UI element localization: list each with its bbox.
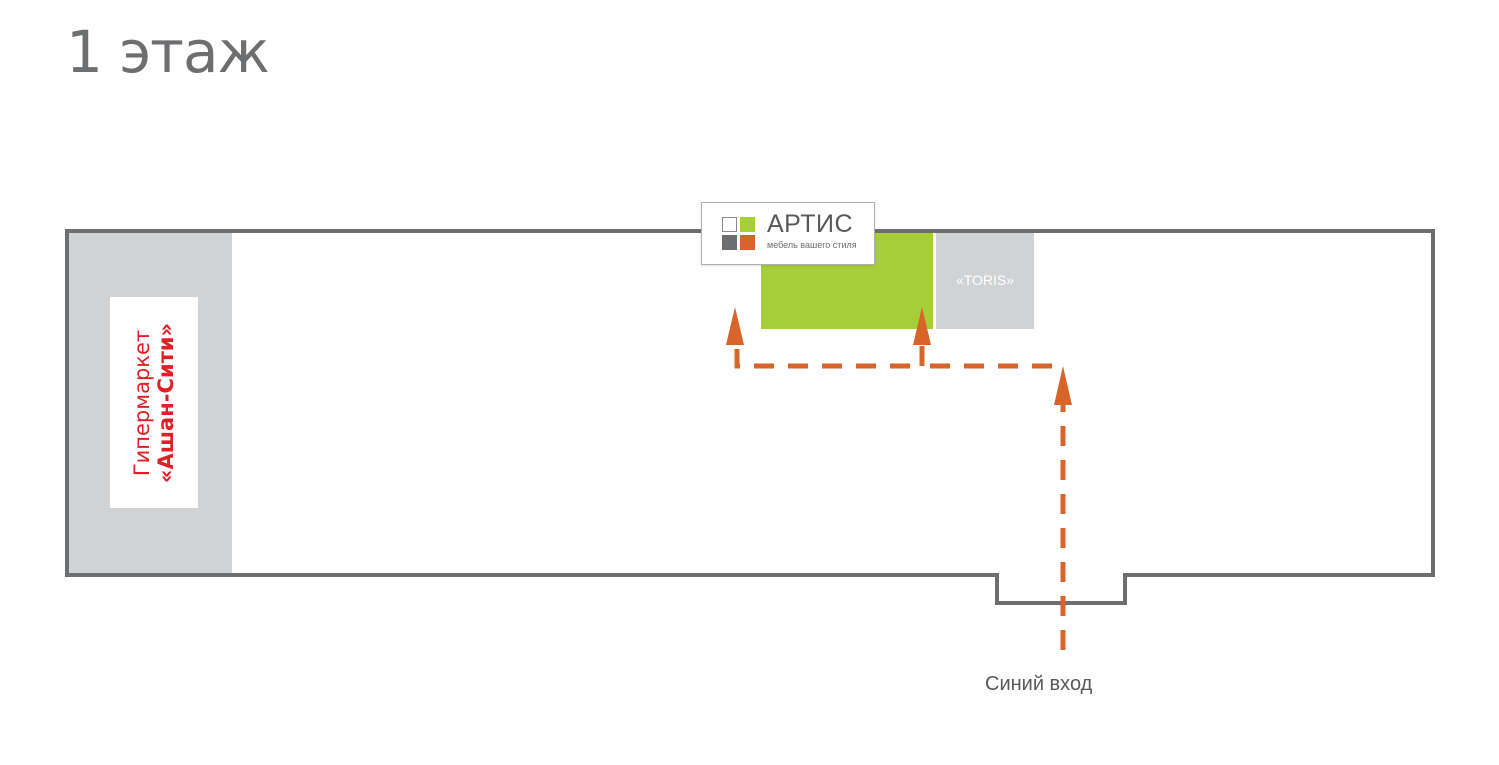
- page-title: 1 этаж: [66, 18, 270, 86]
- logo-square-outline: [722, 217, 737, 232]
- entrance-label: Синий вход: [985, 673, 1093, 695]
- anchor-store-name: «Ашан-Сити»: [154, 322, 178, 483]
- neighbor-store-area[interactable]: [936, 233, 1034, 329]
- target-store-name: АРТИС: [767, 210, 854, 238]
- anchor-store-type: Гипермаркет: [129, 329, 154, 476]
- route-arrow-store-left: [726, 307, 744, 345]
- building-outline: [65, 229, 1435, 605]
- target-store-tagline: мебель вашего стиля: [767, 240, 857, 250]
- logo-square-gray: [722, 235, 737, 250]
- route-horizontal-segment: [919, 340, 1052, 369]
- route-path: [734, 340, 1066, 650]
- anchor-store-label: Гипермаркет «Ашан-Сити»: [110, 297, 198, 508]
- logo-square-green: [740, 217, 755, 232]
- logo-square-orange: [740, 235, 755, 250]
- route-left-segment: [734, 340, 910, 369]
- logo-squares-icon: [722, 217, 755, 251]
- route-arrow-entrance: [1054, 366, 1072, 405]
- route-arrow-store-right: [913, 307, 931, 345]
- target-store-logo[interactable]: АРТИС мебель вашего стиля: [701, 202, 875, 265]
- neighbor-store-label: «TORIS»: [955, 272, 1015, 288]
